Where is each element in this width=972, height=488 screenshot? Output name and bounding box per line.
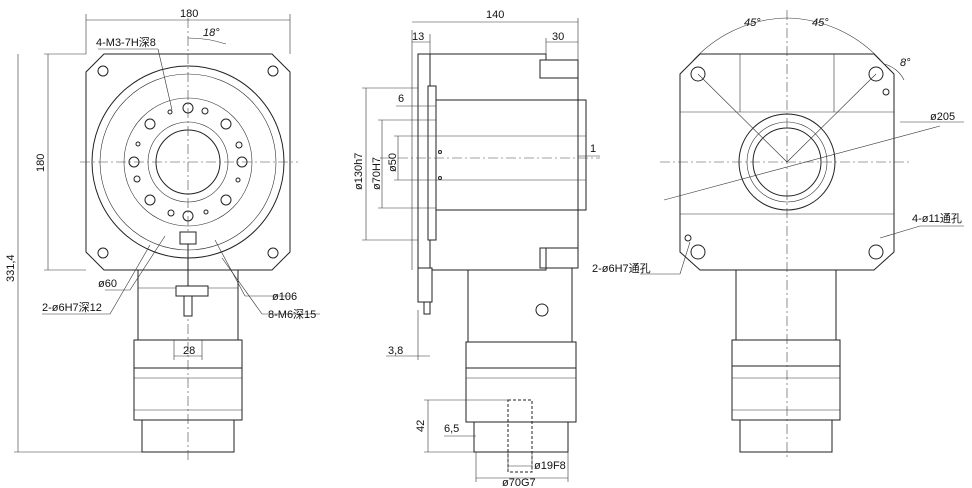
dim-shaft-dia: ø19F8 [534,460,566,472]
dim-bore-50: ø50 [387,153,399,172]
label-bolt-circle: ø106 [272,291,297,303]
dim-spigot-6: 6 [398,93,404,105]
label-m3-holes: 4-M3-7H深8 [96,36,156,49]
dim-motor-42: 42 [415,420,427,432]
dim-motor-pilot: ø70G7 [502,477,536,488]
front-corner-hole [97,247,109,259]
rear-motor-body [731,365,841,421]
side-motor-ring [465,341,577,369]
dim-flange-dia: ø130h7 [353,153,365,190]
side-plug-hole [535,303,549,317]
label-pilot-dia: ø60 [98,278,117,290]
label-pin-through: 2-ø6H7通孔 [592,262,651,275]
label-through-holes: 4-ø11通孔 [912,212,962,225]
front-corner-hole [267,247,279,259]
dim-total-height: 331,4 [5,254,17,282]
front-corner-hole [97,65,109,77]
rear-corner-hole [868,244,884,260]
front-motor-body [133,367,243,421]
dim-shaft-step: 6,5 [444,423,459,435]
angle-left-45: 45° [744,17,761,29]
angle-right-45: 45° [812,17,829,29]
dim-width-180: 180 [180,8,198,20]
label-pin-holes: 2-ø6H7深12 [42,301,102,314]
front-view: 180 180 331,4 18° 4-M3-7H深8 ø60 2-ø6H7深1… [5,8,320,460]
dim-step-30: 30 [552,31,564,43]
side-view: 140 13 30 6 1 ø130h7 ø70H7 ø50 3,8 42 6,… [353,9,600,488]
rear-view: 45° 45° 8° ø205 4-ø11通孔 2-ø6H7通孔 [592,10,964,460]
dim-hub-dia: ø70H7 [371,157,383,190]
front-corner-hole [267,65,279,77]
rear-motor-ring [731,339,841,367]
dim-flange-13: 13 [412,31,424,43]
label-m6-holes: 8-M6深15 [268,308,316,321]
front-connector-bar [175,285,209,297]
dim-length-140: 140 [486,9,504,21]
angle-small-8: 8° [900,57,911,69]
side-gear-body [429,53,579,271]
dim-angle-18: 18° [203,27,220,39]
rear-motor-end [739,419,833,453]
label-pcd-205: ø205 [930,111,955,123]
dim-offset-38: 3,8 [388,345,403,357]
side-motor-body [465,367,577,423]
front-connector-block [179,231,197,245]
rear-corner-hole [690,244,706,260]
side-motor-end [473,421,569,453]
dim-slot-28: 28 [183,345,195,357]
side-connector [417,267,433,303]
dim-height-180: 180 [35,154,47,172]
rear-adapter-body [735,267,837,341]
side-adapter-body [467,267,573,343]
dim-bore-1: 1 [590,143,596,155]
